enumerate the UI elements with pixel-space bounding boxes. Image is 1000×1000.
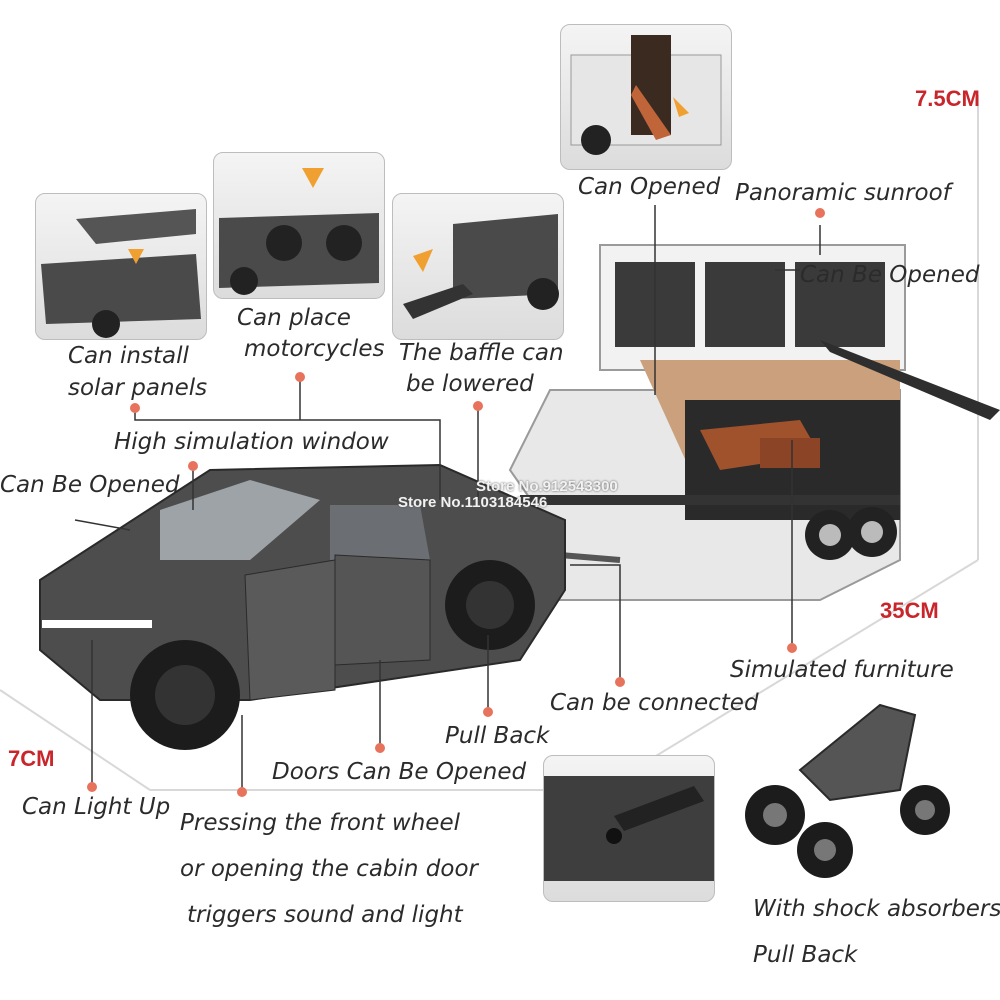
thumb-shock-absorber (543, 755, 715, 902)
dimension-lines (0, 95, 979, 791)
thumb-trailer-steps (560, 24, 732, 170)
label-pressing-line3: triggers sound and light (187, 902, 463, 928)
label-shock-absorbers: With shock absorbers (753, 896, 1000, 922)
dimension-truck-height: 7CM (8, 746, 55, 771)
thumb-baffle-ramp (392, 193, 564, 340)
atv-model (745, 703, 950, 878)
thumb-motorcycle-bed (213, 152, 385, 299)
label-pull-back-atv: Pull Back (753, 942, 858, 968)
label-baffle-line2: be lowered (406, 371, 534, 397)
watermark-store-2: Store No.1103184546 (398, 494, 548, 511)
dimension-length: 35CM (880, 598, 939, 623)
label-can-opened: Can Opened (578, 174, 721, 200)
camper-trailer (508, 244, 1000, 601)
label-can-place: Can place (237, 305, 351, 331)
label-panoramic-sunroof: Panoramic sunroof (735, 180, 951, 206)
label-high-sim-window: High simulation window (114, 429, 389, 455)
label-solar-panels: solar panels (68, 375, 208, 401)
pickup-truck (39, 463, 566, 750)
label-simulated-furniture: Simulated furniture (730, 657, 954, 683)
label-can-be-opened-roof: Can Be Opened (800, 262, 980, 288)
dimension-trailer-height: 7.5CM (915, 86, 980, 111)
label-doors-can-be-opened: Doors Can Be Opened (272, 759, 527, 785)
label-pressing-line1: Pressing the front wheel (180, 810, 460, 836)
label-can-be-opened-hood: Can Be Opened (0, 472, 180, 498)
label-can-install: Can install (68, 343, 189, 369)
label-motorcycles: motorcycles (244, 336, 385, 362)
label-can-light-up: Can Light Up (22, 794, 171, 820)
callout-dots (87, 208, 825, 797)
label-pull-back: Pull Back (445, 723, 550, 749)
label-pressing-line2: or opening the cabin door (180, 856, 478, 882)
thumb-solar-panel (35, 193, 207, 340)
label-can-be-connected: Can be connected (550, 690, 759, 716)
watermark-store-1: Store No.912543300 (476, 478, 618, 495)
label-baffle-line1: The baffle can (399, 340, 564, 366)
